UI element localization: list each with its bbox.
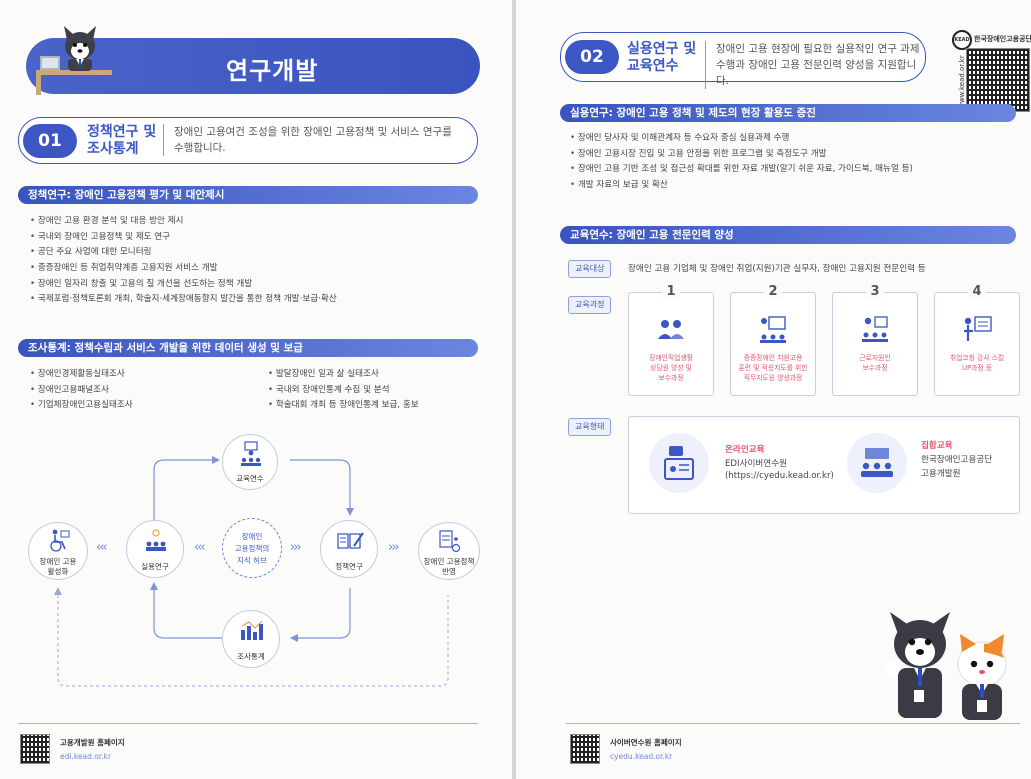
- list-item: 개발 자료의 보급 및 확산: [570, 178, 913, 194]
- section-name: 실용연구 및 교육연수: [627, 41, 697, 74]
- kead-logo: KEAD: [952, 30, 972, 50]
- node-survey-stats: 조사통계: [222, 610, 280, 668]
- section-01-header: 01 정책연구 및 조사통계 장애인 고용여건 조성을 위한 장애인 고용정책 …: [18, 117, 478, 164]
- list-item: 발달장애인 일과 삶 실태조사: [268, 367, 419, 383]
- course-card-3: 3 근로지원인 보수과정: [832, 284, 918, 396]
- course-card-4: 4 취업코칭 강사 스킬 UP과정 등: [934, 284, 1020, 396]
- qr-code[interactable]: [570, 734, 600, 764]
- lecture-icon: [241, 441, 261, 466]
- list-item: 국내외 장애인통계 수집 및 분석: [268, 383, 419, 399]
- offline-title: 집합교육: [921, 441, 953, 451]
- knowledge-hub-connectors: [54, 456, 449, 687]
- list-item: 장애인 당사자 및 이해관계자 등 수요자 중심 실용과제 수행: [570, 131, 913, 147]
- online-url[interactable]: (https://cyedu.kead.or.kr): [725, 471, 834, 481]
- policy-research-bar: 정책연구: 장애인 고용정책 평가 및 대안제시: [18, 186, 478, 204]
- course-card-2: 2 중증장애인 지원고용 훈련 및 적응지도를 위한 직무지도원 양성과정: [730, 284, 816, 396]
- offline-icon-circle: [847, 433, 907, 493]
- qr-code[interactable]: [20, 734, 50, 764]
- page-title: 연구개발: [226, 57, 319, 85]
- dog-mascot-at-desk-illustration: [36, 26, 112, 95]
- survey-stats-list-left: 장애인경제활동실태조사장애인고용패널조사기업체장애인고용실태조사: [30, 367, 133, 414]
- list-item: 장애인 일자리 창출 및 고용의 질 개선을 선도하는 정책 개발: [30, 277, 337, 293]
- node-employment-activation: 장애인 고용 활성화: [28, 522, 88, 580]
- offline-org: 한국장애인고용공단: [921, 455, 993, 465]
- section-number: 01: [23, 124, 77, 158]
- mascots-illustration: [885, 612, 1007, 720]
- section-name: 정책연구 및 조사통계: [87, 124, 157, 157]
- book-pen-icon: [337, 532, 364, 549]
- chevrons-left-icon: ‹‹‹: [194, 540, 206, 555]
- list-item: 중증장애인 등 취업취약계층 고용지원 서비스 개발: [30, 261, 337, 277]
- document-wheelchair-icon: [439, 530, 461, 553]
- chevrons-right-icon: ›››: [388, 540, 400, 555]
- counseling-icon: [658, 320, 684, 339]
- idea-group-icon: [146, 529, 166, 551]
- footer-title: 고용개발원 홈페이지: [60, 738, 125, 747]
- list-item: 장애인 고용시장 진입 및 고용 안정을 위한 프로그램 및 측정도구 개발: [570, 147, 913, 163]
- list-item: 장애인고용패널조사: [30, 383, 133, 399]
- node-practical-research: 실용연구: [126, 520, 184, 578]
- right-page: 02 실용연구 및 교육연수 장애인 고용 현장에 필요한 실용적인 연구 과제…: [516, 0, 1031, 779]
- tag-form: 교육형태: [568, 418, 612, 436]
- node-policy-research: 정책연구: [320, 520, 378, 578]
- section-02-header: 02 실용연구 및 교육연수 장애인 고용 현장에 필요한 실용적인 연구 과제…: [560, 32, 926, 89]
- chevrons-right-icon: ›››: [290, 540, 302, 555]
- job-coach-icon: [760, 316, 786, 343]
- org-name: 한국장애인고용공단: [974, 35, 1031, 43]
- instructor-board-icon: [964, 316, 992, 341]
- group-training-icon: [861, 448, 893, 477]
- tag-target: 교육대상: [568, 260, 612, 278]
- tag-course: 교육과정: [568, 296, 612, 314]
- kead-qr-code[interactable]: [966, 48, 1030, 112]
- training-bar: 교육연수: 장애인 고용 전문인력 양성: [560, 226, 1016, 244]
- survey-stats-list-right: 발달장애인 일과 삶 실태조사국내외 장애인통계 수집 및 분석학술대회 개최 …: [268, 367, 419, 414]
- online-title: 온라인교육: [725, 445, 765, 455]
- list-item: 학술대회 개최 등 장애인통계 보급, 홍보: [268, 398, 419, 414]
- node-policy-reflection: 장애인 고용정책 반영: [418, 522, 480, 580]
- node-training: 교육연수: [222, 434, 278, 490]
- online-name: EDI사이버연수원: [725, 459, 788, 469]
- online-icon-circle: [649, 433, 709, 493]
- list-item: 국제포럼·정책토론회 개최, 학술지·세계장애동향지 발간을 통한 정책 개발·…: [30, 292, 337, 308]
- list-item: 장애인 고용 기반 조성 및 접근성 확대를 위한 자료 개발(알기 쉬운 자료…: [570, 162, 913, 178]
- list-item: 공단 주요 사업에 대한 모니터링: [30, 245, 337, 261]
- list-item: 장애인경제활동실태조사: [30, 367, 133, 383]
- section-description: 장애인 고용 현장에 필요한 실용적인 연구 과제 수행과 장애인 고용 전문인…: [705, 41, 925, 89]
- training-form-box: 온라인교육 EDI사이버연수원 (https://cyedu.kead.or.k…: [628, 416, 1020, 514]
- list-item: 장애인 고용 환경 분석 및 대응 방안 제시: [30, 214, 337, 230]
- section-description: 장애인 고용여건 조성을 위한 장애인 고용정책 및 서비스 연구를 수행합니다…: [163, 124, 452, 156]
- practical-research-bar: 실용연구: 장애인 고용 정책 및 제도의 현장 활용도 증진: [560, 104, 1016, 122]
- offline-dept: 고용개발원: [921, 469, 961, 479]
- footer-divider: [18, 723, 478, 724]
- title-banner: 연구개발: [26, 38, 480, 94]
- target-text: 장애인 고용 기업체 및 장애인 취업(지원)기관 실무자, 장애인 고용지원 …: [628, 264, 926, 274]
- practical-research-list: 장애인 당사자 및 이해관계자 등 수요자 중심 실용과제 수행장애인 고용시장…: [570, 131, 913, 194]
- footer-url[interactable]: cyedu.kead.or.kr: [610, 752, 673, 761]
- section-number: 02: [565, 40, 619, 74]
- node-knowledge-hub: 장애인 고용정책의 지식 허브: [222, 518, 282, 578]
- website-vertical: www.kead.or.kr: [958, 55, 966, 109]
- footer-divider: [566, 723, 1020, 724]
- policy-research-list: 장애인 고용 환경 분석 및 대응 방안 제시국내외 장애인 고용정책 및 제도…: [30, 214, 337, 308]
- footer-url[interactable]: edi.kead.or.kr: [60, 752, 112, 761]
- online-learning-icon: [664, 446, 694, 480]
- footer-title: 사이버연수원 홈페이지: [610, 738, 682, 747]
- left-page: 연구개발 01 정책연구 및 조사통계 장애인 고용여건 조성을 위한 장애인 …: [0, 0, 512, 779]
- bar-chart-icon: [241, 620, 263, 640]
- list-item: 국내외 장애인 고용정책 및 제도 연구: [30, 230, 337, 246]
- chevrons-left-icon: ‹‹‹: [96, 540, 108, 555]
- book-spine: [512, 0, 516, 779]
- wheelchair-user-icon: [50, 529, 70, 552]
- survey-stats-bar: 조사통계: 정책수립과 서비스 개발을 위한 데이터 생성 및 보급: [18, 339, 478, 357]
- course-card-1: 1 장애인직업생활 상담원 양성 및 보수과정: [628, 284, 714, 396]
- work-support-icon: [862, 316, 888, 342]
- list-item: 기업체장애인고용실태조사: [30, 398, 133, 414]
